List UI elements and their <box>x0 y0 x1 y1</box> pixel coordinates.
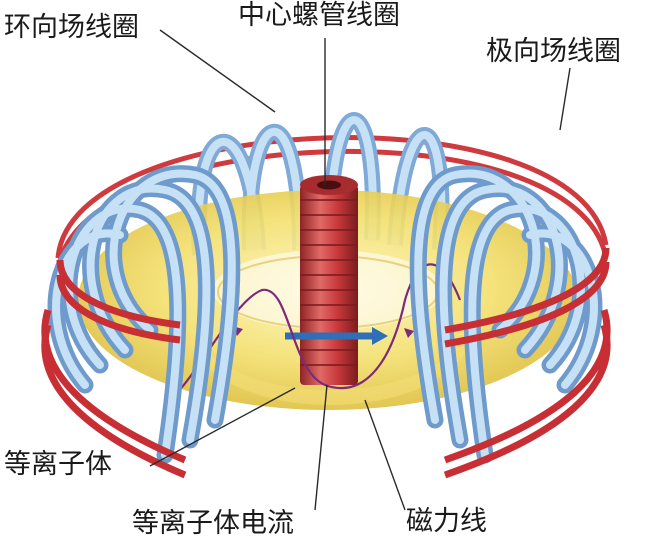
label-magnetic-field-line: 磁力线 <box>406 506 487 537</box>
label-central-solenoid: 中心螺管线圈 <box>238 0 400 31</box>
field-line-arrow-right <box>404 328 414 338</box>
plasma-current-arrow <box>285 327 388 345</box>
central-solenoid <box>300 175 358 385</box>
label-plasma-current: 等离子体电流 <box>132 508 294 539</box>
leader-lines <box>149 29 571 511</box>
label-poloidal-field-coil: 极向场线圈 <box>486 36 621 67</box>
label-toroidal-field-coil: 环向场线圈 <box>4 12 139 43</box>
plasma-front <box>190 330 470 405</box>
poloidal-coils-front <box>41 247 611 479</box>
label-plasma: 等离子体 <box>4 449 112 480</box>
